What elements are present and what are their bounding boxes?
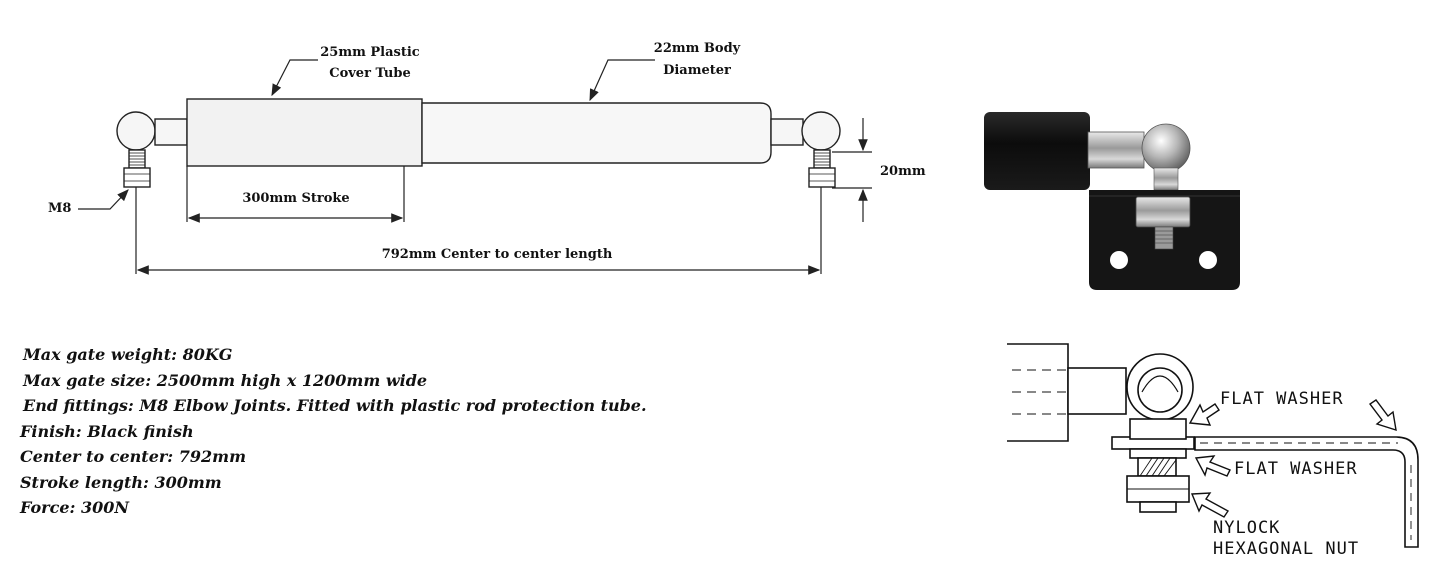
washer-bottom-label: FLAT WASHER xyxy=(1234,459,1358,479)
cover-tube-label-line2: Cover Tube xyxy=(329,66,411,81)
height-label: 20mm xyxy=(880,164,926,179)
left-rod xyxy=(154,118,188,146)
spec-stroke-length: Stroke length: 300mm xyxy=(20,472,222,492)
arrow-bracket xyxy=(1368,399,1397,432)
right-nut xyxy=(808,167,836,188)
body-diameter-label-line1: 22mm Body xyxy=(654,41,741,56)
left-ball-joint xyxy=(116,111,156,151)
bracket-nut xyxy=(1135,196,1191,228)
stroke-label: 300mm Stroke xyxy=(242,191,349,206)
left-nut xyxy=(123,167,151,188)
cover-tube xyxy=(186,98,423,167)
arrow-washer-bottom xyxy=(1194,455,1231,477)
mounting-hole-left xyxy=(1110,251,1128,269)
spec-end-fittings: End fittings: M8 Elbow Joints. Fitted wi… xyxy=(23,396,647,415)
right-rod xyxy=(770,118,804,146)
spec-max-size: Max gate size: 2500mm high x 1200mm wide xyxy=(23,370,428,390)
steel-ball xyxy=(1141,123,1191,173)
spec-finish: Finish: Black finish xyxy=(20,421,194,441)
install-arrows xyxy=(1188,399,1397,518)
thread-label: M8 xyxy=(48,201,71,216)
body-diameter-label-line2: Diameter xyxy=(663,63,731,78)
installation-drawing xyxy=(1007,343,1419,548)
arrow-nylock xyxy=(1190,492,1230,518)
mounting-hole-right xyxy=(1199,251,1217,269)
center-length-label: 792mm Center to center length xyxy=(382,247,613,262)
body-tube xyxy=(421,102,772,164)
steel-rod xyxy=(1087,131,1145,169)
spec-max-weight: Max gate weight: 80KG xyxy=(23,345,233,364)
strut-drawing xyxy=(116,98,841,188)
nut-label-line2: HEXAGONAL NUT xyxy=(1213,539,1359,559)
spec-force: Force: 300N xyxy=(20,498,130,517)
dimension-lines xyxy=(78,59,872,275)
right-ball-joint xyxy=(801,111,841,151)
elbow-joint-photo xyxy=(984,112,1240,290)
spec-list: Max gate weight: 80KG Max gate size: 250… xyxy=(20,342,647,521)
arrow-washer-top xyxy=(1188,403,1220,426)
cover-tube-label-line1: 25mm Plastic xyxy=(320,45,420,60)
washer-top-label: FLAT WASHER xyxy=(1220,389,1344,409)
black-tube xyxy=(984,112,1090,190)
nut-label-line1: NYLOCK xyxy=(1213,518,1280,538)
spec-center-to-center: Center to center: 792mm xyxy=(20,447,247,466)
